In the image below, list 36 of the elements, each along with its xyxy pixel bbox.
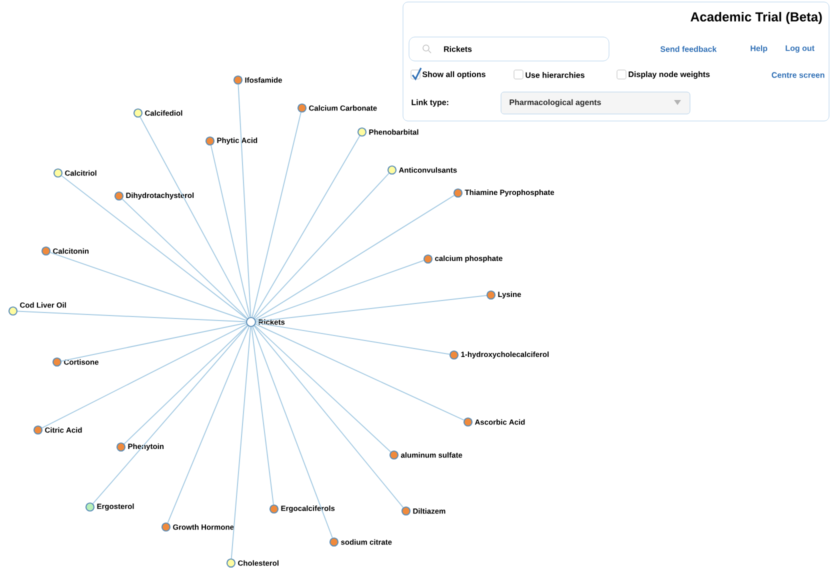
link: Help	[750, 45, 768, 53]
connector-line	[238, 84, 252, 318]
link: Centre screen	[772, 72, 824, 78]
connector-line	[252, 112, 302, 318]
connector-line	[254, 325, 404, 508]
connector-line	[253, 135, 360, 318]
connector-line	[167, 326, 250, 524]
connector-line	[256, 322, 450, 355]
field-label: Link type:	[412, 99, 448, 107]
connector-line	[254, 324, 392, 452]
title: Academic Trial (Beta)	[690, 12, 822, 24]
connector-line	[140, 116, 250, 318]
connector-line	[255, 260, 424, 321]
checkbox: Use hierarchies	[514, 70, 584, 80]
link: Log out	[786, 45, 814, 53]
connector-line	[17, 310, 246, 322]
connector-line	[124, 325, 248, 444]
connector-line	[254, 194, 455, 320]
connector-line	[252, 326, 333, 538]
checkbox: Show all options	[410, 68, 486, 81]
connector-line	[254, 172, 390, 319]
connector-line	[251, 326, 274, 505]
link: Send feedback	[660, 46, 717, 52]
connector-line	[210, 144, 250, 318]
search-field: Rickets	[408, 36, 610, 62]
connector-line	[122, 198, 248, 320]
connector-line	[60, 322, 247, 362]
connector-line	[230, 326, 252, 559]
dropdown: Pharmacological agents	[500, 92, 690, 114]
connector-line	[92, 325, 248, 504]
connector-line	[256, 295, 487, 322]
connector-line	[61, 175, 248, 320]
checkbox: Display node weights	[616, 70, 710, 80]
connector-line	[255, 324, 464, 421]
connector-line	[42, 324, 247, 428]
connector-line	[50, 252, 247, 321]
